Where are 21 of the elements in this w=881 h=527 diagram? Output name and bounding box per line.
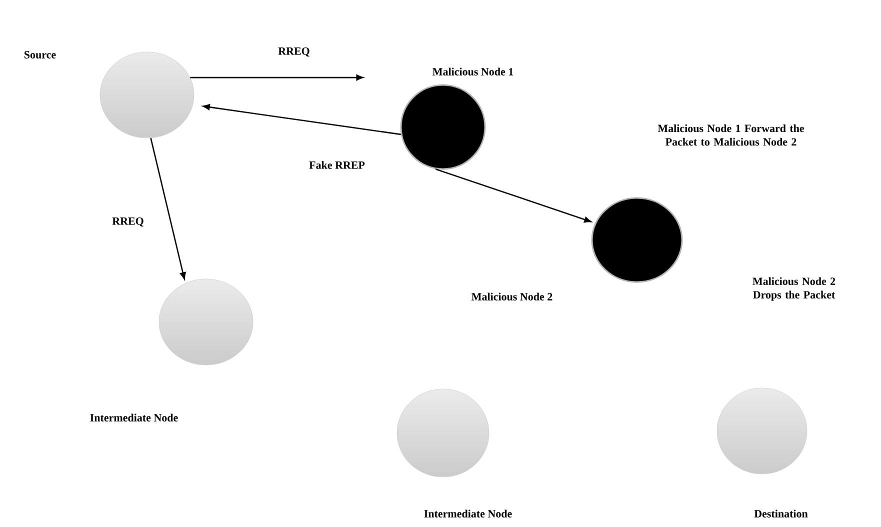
arrow [150, 138, 186, 280]
network-node: Malicious Node 1 [400, 68, 514, 170]
network-node: Intermediate Node [396, 388, 512, 518]
edge-label: Fake RREP [309, 161, 365, 169]
network-node: Destination [716, 388, 808, 518]
note: Malicious Node 1 Forward the Packet to Malicious Node 2 [658, 124, 804, 146]
node-label: Malicious Node 2 [472, 292, 552, 300]
network-node: Intermediate Node [90, 278, 254, 422]
arrow [202, 104, 401, 136]
node-label: Destination [754, 510, 808, 518]
arrow [435, 168, 592, 223]
node-label: Intermediate Node [424, 510, 512, 518]
edge-label: RREQ [112, 217, 144, 227]
node-label: Intermediate Node [90, 414, 178, 422]
node-label: Source [24, 51, 56, 58]
arrow [190, 74, 364, 81]
network-node: Malicious Node 2 [472, 197, 683, 300]
note: Malicious Node 2 Drops the Packet [752, 277, 836, 301]
node-label: Malicious Node 1 [432, 68, 514, 76]
network-node: Source [24, 51, 194, 138]
edge-label: RREQ [278, 47, 310, 57]
